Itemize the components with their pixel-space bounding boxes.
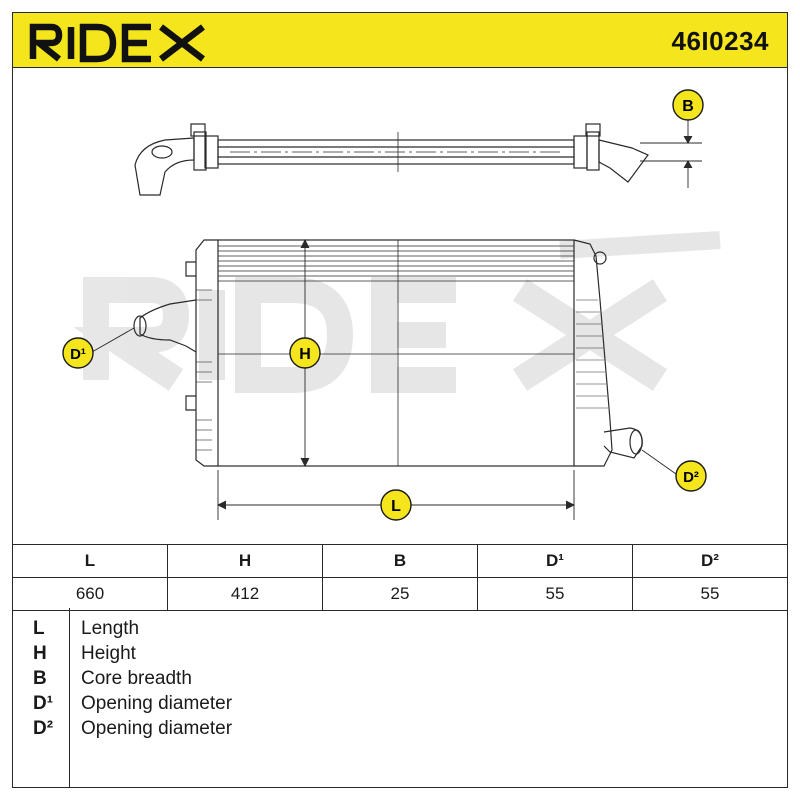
callout-l: L (380, 489, 412, 521)
legend-code: L (33, 618, 45, 639)
drawing-frame (12, 68, 788, 544)
legend-divider (69, 608, 70, 787)
table-header-row: L H B D¹ D² (12, 544, 788, 578)
legend-code: H (33, 643, 47, 664)
legend-code: D¹ (33, 693, 54, 714)
svg-text:B: B (682, 98, 694, 115)
legend-description: Opening diameter (81, 693, 233, 714)
table-header-cell: B (322, 544, 478, 578)
front-view (133, 239, 643, 467)
table-header-cell: H (167, 544, 323, 578)
dimensions-table: L H B D¹ D² 660 412 25 55 55 (12, 544, 788, 611)
legend-description: Opening diameter (81, 718, 233, 739)
watermark-logo (73, 231, 721, 393)
header-bar: 46I0234 (12, 12, 788, 68)
svg-text:H: H (299, 346, 311, 363)
dimension-b (640, 118, 702, 188)
legend-code: D² (33, 718, 54, 739)
diameter-leaders (91, 327, 677, 475)
callout-b: B (672, 89, 704, 121)
table-cell: 412 (167, 577, 323, 611)
top-view (134, 123, 649, 196)
legend-code: B (33, 668, 47, 689)
table-cell: 660 (12, 577, 168, 611)
table-cell: 25 (322, 577, 478, 611)
svg-text:D¹: D¹ (70, 346, 86, 363)
brand-logo (29, 23, 205, 63)
table-header-cell: D² (632, 544, 788, 578)
table-row: 660 412 25 55 55 (12, 577, 788, 611)
legend-description: Core breadth (81, 668, 192, 689)
table-cell: 55 (477, 577, 633, 611)
table-header-cell: D¹ (477, 544, 633, 578)
table-cell: 55 (632, 577, 788, 611)
callout-h: H (289, 337, 321, 369)
table-header-cell: L (12, 544, 168, 578)
legend-box: L Length H Height B Core breadth D¹ Open… (12, 608, 788, 788)
callout-d1: D¹ (62, 337, 94, 369)
part-number: 46I0234 (671, 26, 769, 56)
callout-d2: D² (675, 460, 707, 492)
legend-description: Height (81, 643, 136, 664)
technical-drawing: B H L D¹ D² (62, 89, 721, 521)
svg-text:D²: D² (683, 469, 699, 486)
svg-text:L: L (391, 498, 401, 515)
legend-description: Length (81, 618, 140, 639)
